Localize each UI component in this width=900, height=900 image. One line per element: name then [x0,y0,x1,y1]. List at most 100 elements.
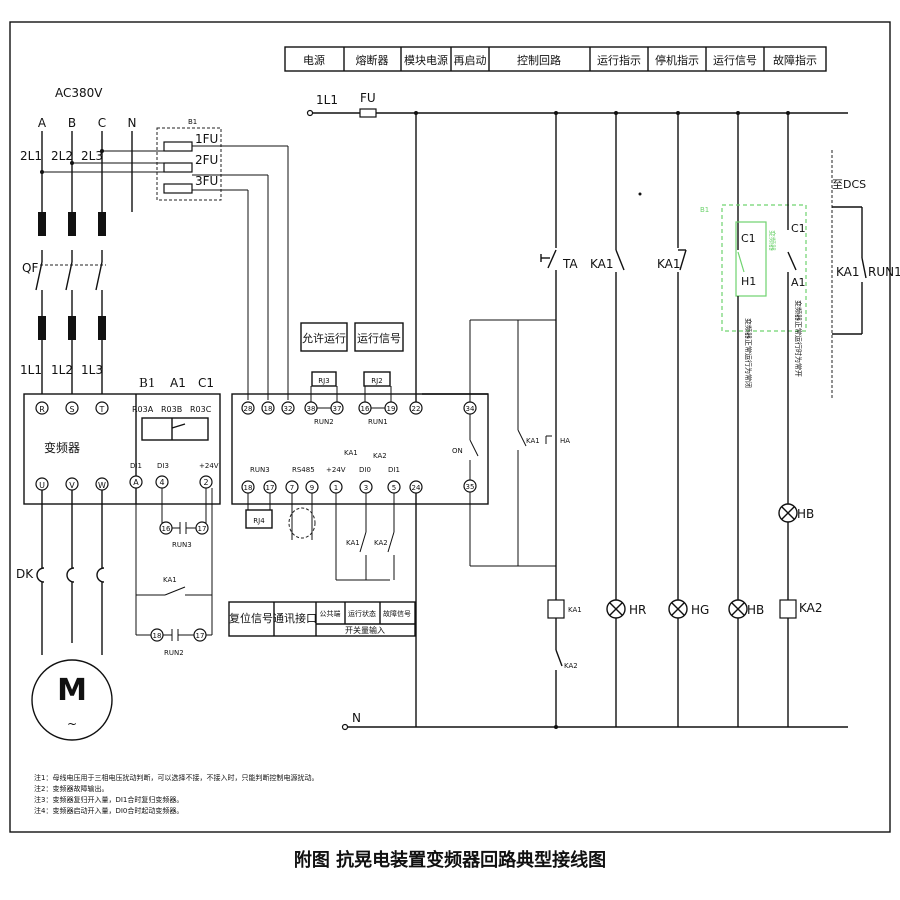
vfd-term-r: R [39,405,45,414]
ka1-contact-di0: KA1 [346,539,360,547]
mod-bot-5: 5 [392,484,396,492]
mod-top-22: 22 [412,405,421,413]
header-cell-stop-ind: 停机指示 [655,53,699,67]
vfd-ext-ka1: KA1 [163,576,177,584]
figure-caption: 附图 抗晃电装置变频器回路典型接线图 [294,849,606,871]
table-fault: 故障信号 [383,609,411,618]
module-box: 28 18 32 38 37 16 19 22 RUN2 RUN1 34 35 … [231,393,489,505]
ka2-coil [779,599,797,619]
ka1-hr-label: KA1 [590,257,614,271]
green-h1-label: H1 [741,275,756,288]
header-cell-run-signal: 运行信号 [713,54,757,67]
mod-bot-24: 24 [412,484,421,492]
lamp-hb2-label: HB [797,507,814,521]
mod-top-19: 19 [387,405,396,413]
fuse-2fu-label: 2FU [195,153,218,167]
mod-top-38: 38 [307,405,316,413]
green-tag: B1 [700,206,709,214]
note-1: 注1：母线电压用于三相电压扰动判断，可以选择不接，不接入时，只能判断控制电源扰动… [34,773,318,782]
mod-on: ON [452,447,463,455]
vfd-box: 变频器 R S T U V W B1 A1 C1 R03A R03B R03C … [23,376,221,505]
power-section: AC380V A B C N 2L1 2L2 2L3 QF [20,86,136,394]
vfd-term-di3: 4 [159,478,164,487]
mod-top-28: 28 [244,405,253,413]
table-sub: 开关量输入 [345,625,385,635]
relay-head-b1: B1 [139,376,155,390]
vfd-ext-run3: RUN3 [172,541,192,549]
control-circuit: TA KA1 KA2 KA1 HR KA1 HG [540,111,900,729]
mod-bot-3: 3 [364,484,368,492]
note-2: 注2：变频器故障输出。 [34,784,108,793]
vfd-term-di1: A [133,478,139,487]
dk-label: DK [16,567,34,581]
fuse-group: B1 1FU 2FU 3FU [42,118,289,400]
label-1l1: 1L1 [20,363,42,377]
vfd-extra-wiring: 16 17 RUN3 KA1 18 17 RUN2 [135,488,213,657]
label-2l1: 2L1 [20,149,42,163]
header-cell-run-ind: 运行指示 [597,53,641,67]
relay-term-r03b: R03B [161,405,182,414]
motor-circuit: DK M ~ [16,490,113,741]
ka2-nc-label: KA2 [564,662,578,670]
fuse-3fu [163,183,193,194]
vfd-ext-term-18: 18 [153,632,162,640]
label-2l2: 2L2 [51,149,73,163]
green-c1-label: C1 [741,232,756,245]
di-label-24v: +24V [199,462,219,470]
allow-run-label: 允许运行 [302,331,346,345]
notes: 注1：母线电压用于三相电压扰动判断，可以选择不接，不接入时，只能判断控制电源扰动… [34,773,318,815]
note-nc: 变频器正常运行为常闭 [744,318,753,388]
mod-lbl-di0: DI0 [359,466,371,474]
mod-top-32: 32 [284,405,293,413]
bus-n-label: N [352,711,361,725]
fuse-1fu-label: 1FU [195,132,218,146]
label-1l2: 1L2 [51,363,73,377]
a1-right-label: A1 [791,276,806,289]
relay-term-r03a: R03A [132,405,154,414]
ka1-coil [547,599,565,619]
control-bus: 1L1 FU N [306,91,848,731]
note-4: 注4：变频器启动开入量，DI0合时起动变频器。 [34,806,183,815]
rj2-label: RJ2 [371,377,382,385]
mod-run1: RUN1 [368,418,388,426]
vfd-term-v: V [69,481,75,490]
qf-label: QF [22,261,38,275]
dcs-run1: RUN1 [868,265,900,279]
phase-b-label: B [68,116,76,130]
table-common: 公共端 [320,609,341,618]
header-cell-module-power: 模块电源 [404,53,448,67]
mod-bot-17: 17 [266,484,275,492]
motor-symbol [31,659,113,741]
mod-ka1-small: KA1 [344,449,358,457]
table-run-state: 运行状态 [348,609,376,618]
mod-ka2-small: KA2 [373,452,387,460]
mod-top-16: 16 [361,405,370,413]
mod-lbl-run3: RUN3 [250,466,270,474]
fu-label: FU [360,91,376,105]
ka1-coil-label: KA1 [568,606,582,614]
di-label-di1: DI1 [130,462,142,470]
ka2-coil-label: KA2 [799,601,823,615]
lamp-hb-label: HB [747,603,764,617]
note-no: 变频器正常运行时为常开 [794,300,803,377]
table-reset: 复位信号 [229,611,273,625]
vfd-term-s: S [69,405,74,414]
ac380v-label: AC380V [55,86,103,100]
dcs-ka1: KA1 [836,265,860,279]
mod-run2: RUN2 [314,418,334,426]
lamp-hg-label: HG [691,603,709,617]
fu-fuse [359,108,377,118]
vfd-term-24v: 2 [203,478,208,487]
di-label-di3: DI3 [157,462,169,470]
vfd-term-u: U [39,481,45,490]
bus-1l1-label: 1L1 [316,93,338,107]
label-1l3: 1L3 [81,363,103,377]
vfd-name: 变频器 [44,440,80,455]
vfd-ext-term-17b: 17 [196,632,205,640]
module-bottom-terminals: 18 17 7 9 1 3 5 24 [241,480,423,494]
bottom-table: 复位信号 通讯接口 公共端 运行状态 故障信号 开关量输入 [228,601,416,637]
mod-right-34: 34 [466,405,475,413]
header-cell-restart: 再启动 [454,54,487,67]
mod-lbl-24v: +24V [326,466,346,474]
